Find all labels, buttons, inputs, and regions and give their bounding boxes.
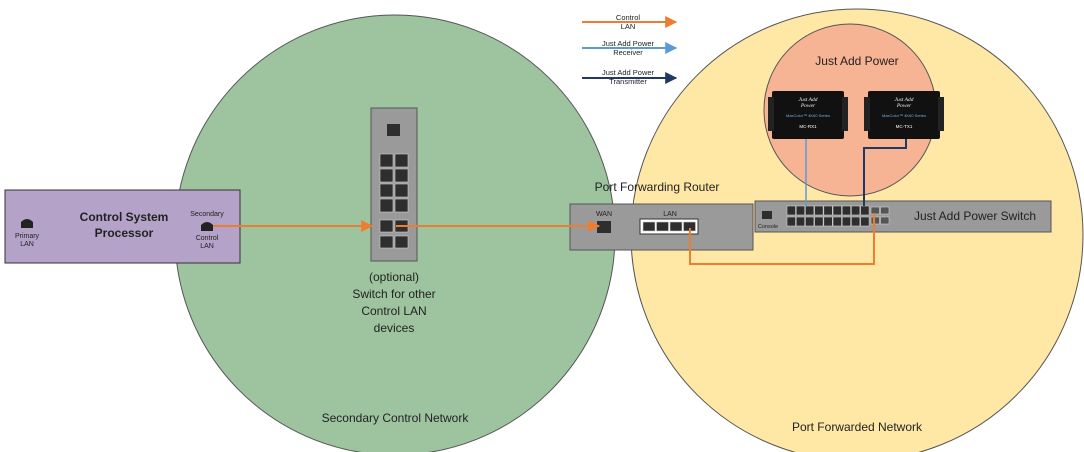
legend-receiver-line2: Receiver [613,48,643,57]
jap-switch-port [841,216,852,227]
jap-switch-port [841,205,852,216]
switch-label-line3: Control LAN [361,304,426,318]
console-port [762,211,772,219]
legend-control-lan-line2: LAN [621,22,636,31]
rx-brand-line1: Just Add [799,97,818,103]
legend-transmitter-line2: Transmitter [609,77,647,86]
control-lan-label-line1: Control [196,235,219,242]
router-lan-label: LAN [663,211,677,218]
primary-lan-label-line2: LAN [20,241,34,248]
primary-lan-port-icon [21,219,33,228]
jap-switch-port [823,205,833,216]
switch-port [379,219,394,233]
jap-switch-title: Just Add Power Switch [914,209,1036,223]
switch-port [394,183,409,198]
switch-port [394,235,409,249]
jap-switch-port [814,205,824,216]
switch-label-line4: devices [374,321,415,335]
just-add-power-switch: Console Just Add Power Switch [754,200,1052,233]
jap-switch-port [795,216,806,227]
router-lan-port [642,221,656,232]
switch-port [379,235,394,249]
router-wan-port [597,221,611,233]
jap-switch-port [805,216,815,227]
jap-switch-port [860,205,870,216]
jap-switch-port [805,205,815,216]
jap-switch-port [814,216,824,227]
jap-switch-port [832,205,842,216]
jap-switch-port [823,216,833,227]
control-lan-label-line2: LAN [200,243,214,250]
transmitter-to-jap-switch-cable [863,139,907,206]
primary-lan-label-line1: Primary [15,233,40,240]
rx-model: MC-RX1 [799,124,817,129]
switch-port [379,153,394,168]
jap-switch-sfp-port [880,216,890,225]
jap-switch-port [851,205,861,216]
switch-port [379,198,394,213]
transmitter-device: Just Add Power MaxColor™ 4K60 Series MC-… [864,91,944,139]
legend: Control LAN Just Add Power Receiver Just… [582,13,678,86]
legend-transmitter-line1: Just Add Power [602,68,655,77]
tx-brand-line2: Power [896,103,912,109]
switch-label-line2: Switch for other [352,287,435,301]
router-lan-ports [642,221,696,232]
console-label: Console [758,224,778,230]
switch-top-port [387,124,400,136]
control-lan-port-icon [201,222,213,231]
router-lan-port [656,221,669,232]
jap-switch-port [860,216,870,227]
secondary-control-network-label: Secondary Control Network [322,411,470,425]
just-add-power-circle-title: Just Add Power [815,54,898,68]
secondary-label: Secondary [190,211,224,218]
switch-port [394,153,409,168]
jap-switch-port [786,216,796,227]
router-to-jap-switch-cable [689,213,875,265]
control-system-processor: Control System Processor Primary LAN Sec… [4,189,241,264]
receiver-device: Just Add Power MaxColor™ 4K60 Series MC-… [768,91,848,139]
switch-label-line1: (optional) [369,270,419,284]
rx-series: MaxColor™ 4K60 Series [786,113,830,118]
router-wan-label: WAN [596,211,612,218]
switch-port [379,183,394,198]
optional-switch-device [370,107,418,262]
connections [213,139,907,265]
jap-switch-port [786,205,796,216]
jap-switch-port [832,216,842,227]
processor-title-line1: Control System [80,210,169,224]
jap-switch-sfp-port [880,206,890,215]
switch-port [394,168,409,183]
switch-port [394,198,409,213]
jap-switch-sfp-port [870,216,880,225]
jap-switch-ports [786,205,890,227]
tx-brand-line1: Just Add [895,97,914,103]
tx-model: MC-TX1 [896,124,913,129]
legend-receiver-line1: Just Add Power [602,39,655,48]
jap-switch-port [851,216,861,227]
processor-title-line2: Processor [95,226,154,240]
switch-port-grid [379,153,409,249]
router-lan-port [669,221,683,232]
jap-switch-sfp-port [870,206,880,215]
switch-port [379,168,394,183]
port-forwarded-network-label: Port Forwarded Network [792,420,923,434]
jap-switch-port [795,205,806,216]
legend-control-lan-line1: Control [616,13,641,22]
tx-series: MaxColor™ 4K60 Series [882,113,926,118]
port-forwarding-router: WAN LAN [569,203,754,251]
router-title: Port Forwarding Router [595,180,720,194]
rx-brand-line2: Power [800,103,816,109]
